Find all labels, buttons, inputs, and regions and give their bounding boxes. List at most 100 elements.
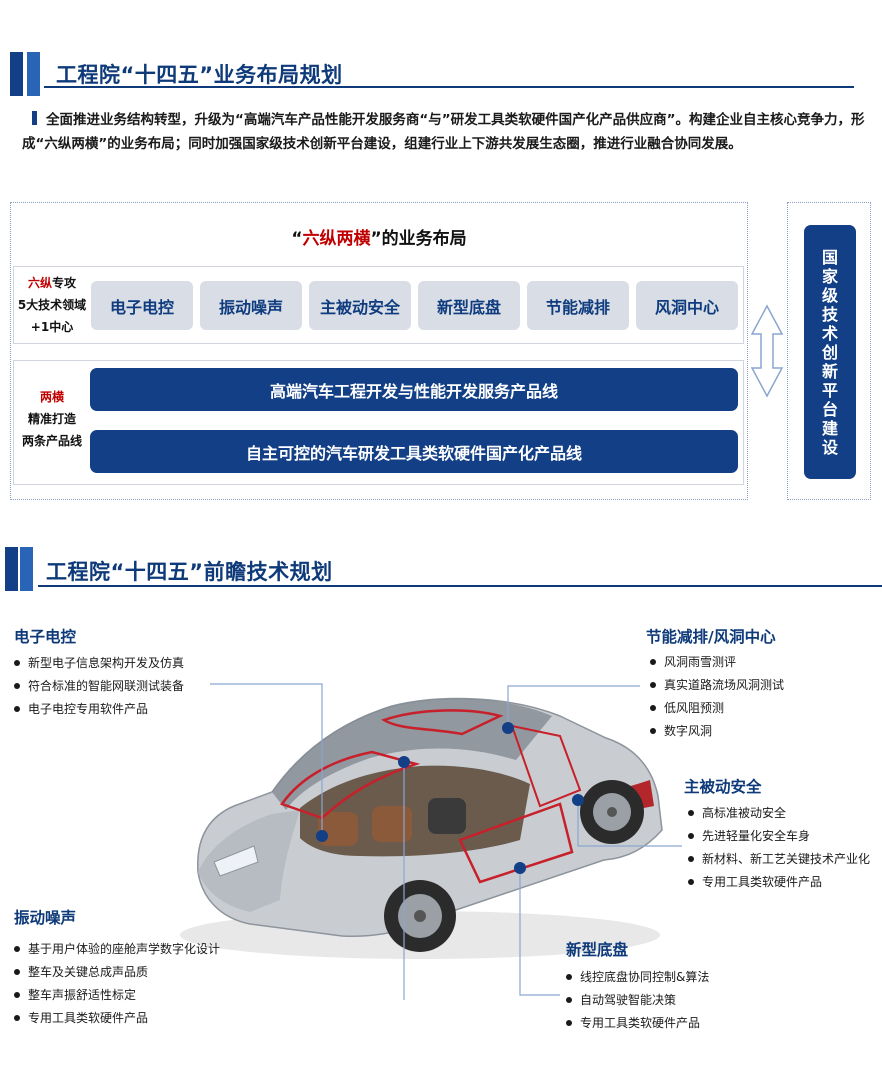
section-title-tech: 工程院“十四五”前瞻技术规划 (46, 560, 333, 584)
car-illustration-icon (180, 697, 663, 959)
product-line-engineering: 高端汽车工程开发与性能开发服务产品线 (90, 368, 738, 411)
section-header-tech: 工程院“十四五”前瞻技术规划 (0, 547, 882, 591)
list-item: 自动驾驶智能决策 (566, 989, 709, 1012)
list-item-text: 先进轻量化安全车身 (702, 829, 811, 843)
list-item-text: 低风阻预测 (664, 701, 725, 715)
tech-title-energy: 节能减排/风洞中心 (646, 628, 776, 646)
platform-frame (787, 202, 871, 500)
bullet-dot-icon (650, 682, 656, 688)
list-item: 专用工具类软硬件产品 (14, 1007, 220, 1030)
list-item: 整车及关键总成声品质 (14, 961, 220, 984)
bullet-dot-icon (650, 659, 656, 665)
list-item-text: 线控底盘协同控制&算法 (580, 970, 710, 984)
tech-title-nvh: 振动噪声 (14, 909, 77, 927)
pillar-wind-tunnel: 风洞中心 (636, 281, 738, 330)
section-header-layout: 工程院“十四五”业务布局规划 (0, 52, 882, 96)
list-item: 新型电子信息架构开发及仿真 (14, 652, 184, 675)
list-item-text: 新型电子信息架构开发及仿真 (28, 656, 185, 670)
pillar-safety: 主被动安全 (309, 281, 411, 330)
pillars-row (13, 266, 744, 344)
list-item-text: 基于用户体验的座舱声学数字化设计 (28, 942, 221, 956)
label-plus-center: +1中心 (30, 320, 74, 334)
list-item: 高标准被动安全 (688, 802, 870, 825)
bullet-dot-icon (650, 705, 656, 711)
pillars-row-label: 六纵专攻 5大技术领域 +1中心 (14, 272, 90, 338)
list-item-text: 整车及关键总成声品质 (28, 965, 149, 979)
list-item: 线控底盘协同控制&算法 (566, 966, 709, 989)
callout-dots (316, 722, 584, 874)
list-item: 符合标准的智能网联测试装备 (14, 675, 184, 698)
header-accent-bar (5, 547, 18, 591)
bullet-dot-icon (688, 810, 694, 816)
title-quote-open: “ (291, 229, 303, 249)
tech-list-energy: 风洞雨雪测评 真实道路流场风洞测试 低风阻预测 数字风洞 (650, 651, 784, 743)
header-rule (44, 86, 854, 88)
list-item-text: 电子电控专用软件产品 (28, 702, 149, 716)
bullet-dot-icon (566, 997, 572, 1003)
platform-bar: 国家级技术创新平台建设 (804, 225, 856, 479)
label-five-domains: 5大技术领域 (17, 298, 87, 312)
intro-paragraph: 全面推进业务结构转型，升级为“高端汽车产品性能开发服务商“与”研发工具类软硬件国… (22, 108, 870, 156)
list-item-text: 风洞雨雪测评 (664, 655, 737, 669)
pillar-electronic: 电子电控 (91, 281, 193, 330)
list-item-text: 高标准被动安全 (702, 806, 787, 820)
bullet-dot-icon (566, 1020, 572, 1026)
label-two-horizontal: 两横 (39, 390, 64, 404)
list-item: 真实道路流场风洞测试 (650, 674, 784, 697)
list-item: 风洞雨雪测评 (650, 651, 784, 674)
tech-list-nvh: 基于用户体验的座舱声学数字化设计 整车及关键总成声品质 整车声振舒适性标定 专用… (14, 938, 220, 1030)
list-item: 低风阻预测 (650, 697, 784, 720)
bullet-dot-icon (14, 1015, 20, 1021)
section-title-layout: 工程院“十四五”业务布局规划 (56, 63, 343, 87)
list-item: 新材料、新工艺关键技术产业化 (688, 848, 870, 871)
list-item-text: 专用工具类软硬件产品 (28, 1011, 149, 1025)
product-line-tools: 自主可控的汽车研发工具类软硬件国产化产品线 (90, 430, 738, 473)
title-suffix: ”的业务布局 (370, 229, 467, 249)
bullet-dot-icon (14, 969, 20, 975)
product-lines-label: 两横 精准打造 两条产品线 (14, 386, 90, 452)
bullet-dot-icon (14, 946, 20, 952)
list-item-text: 符合标准的智能网联测试装备 (28, 679, 185, 693)
bullet-dot-icon (688, 879, 694, 885)
bullet-dot-icon (14, 706, 20, 712)
header-accent-bar-light (20, 547, 33, 591)
header-accent-bar (10, 52, 23, 96)
tech-list-safety: 高标准被动安全 先进轻量化安全车身 新材料、新工艺关键技术产业化 专用工具类软硬… (688, 802, 870, 894)
list-item-text: 新材料、新工艺关键技术产业化 (702, 852, 871, 866)
bullet-dot-icon (14, 660, 20, 666)
bidirectional-arrow-icon (750, 304, 784, 398)
bullet-dot-icon (14, 683, 20, 689)
bullet-dot-icon (650, 728, 656, 734)
list-item-text: 专用工具类软硬件产品 (702, 875, 823, 889)
pillar-energy: 节能减排 (527, 281, 629, 330)
tech-list-chassis: 线控底盘协同控制&算法 自动驾驶智能决策 专用工具类软硬件产品 (566, 966, 709, 1035)
tech-title-electronic: 电子电控 (14, 628, 77, 646)
intro-text: 全面推进业务结构转型，升级为“高端汽车产品性能开发服务商“与”研发工具类软硬件国… (22, 112, 865, 152)
list-item-text: 数字风洞 (664, 724, 713, 738)
header-rule (38, 585, 882, 587)
bullet-marker (32, 111, 37, 125)
layout-frame (10, 202, 748, 500)
list-item-text: 真实道路流场风洞测试 (664, 678, 785, 692)
label-six-vertical: 六纵 (27, 276, 52, 290)
list-item: 整车声振舒适性标定 (14, 984, 220, 1007)
bullet-dot-icon (14, 992, 20, 998)
list-item: 基于用户体验的座舱声学数字化设计 (14, 938, 220, 961)
label-two-lines: 两条产品线 (21, 434, 82, 448)
label-focus: 专攻 (52, 276, 77, 290)
platform-text: 国家级技术创新平台建设 (821, 247, 838, 457)
list-item: 电子电控专用软件产品 (14, 698, 184, 721)
pillar-nvh: 振动噪声 (200, 281, 302, 330)
list-item: 专用工具类软硬件产品 (566, 1012, 709, 1035)
title-highlight: 六纵两横 (302, 229, 371, 249)
list-item: 数字风洞 (650, 720, 784, 743)
product-lines-row (13, 360, 744, 485)
callout-lines (210, 683, 682, 1000)
list-item: 先进轻量化安全车身 (688, 825, 870, 848)
tech-title-safety: 主被动安全 (684, 778, 762, 796)
tech-list-electronic: 新型电子信息架构开发及仿真 符合标准的智能网联测试装备 电子电控专用软件产品 (14, 652, 184, 721)
pillar-chassis: 新型底盘 (418, 281, 520, 330)
bullet-dot-icon (688, 856, 694, 862)
bullet-dot-icon (688, 833, 694, 839)
